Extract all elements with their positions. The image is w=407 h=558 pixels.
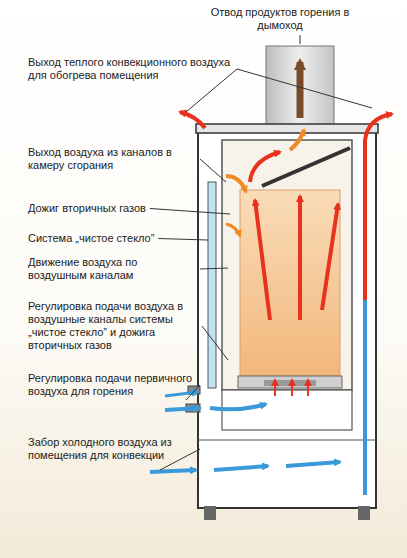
callout-label: Регулировка подачи первичного воздуха дл… — [28, 372, 196, 398]
leader-line — [237, 69, 372, 108]
callout-label: Движение воздуха по воздушным каналам — [28, 256, 196, 282]
leader-line — [186, 385, 200, 400]
leader-line — [160, 449, 200, 470]
callout-label: Регулировка подачи воздуха в воздушные к… — [28, 300, 198, 352]
callout-label: Забор холодного воздуха из помещения для… — [28, 436, 196, 462]
leader-line — [202, 326, 228, 360]
callout-label: Выход теплого конвекционного воздуха для… — [28, 56, 233, 82]
callout-label: Дожиг вторичных газов — [28, 202, 146, 215]
leader-line — [200, 159, 226, 182]
leader-line — [158, 239, 208, 241]
callout-label: Система „чистое стекло” — [28, 232, 154, 245]
leader-line — [200, 268, 228, 269]
leader-line — [300, 35, 301, 44]
callout-label: Выход воздуха из каналов в камеру сгоран… — [28, 146, 196, 172]
leader-line — [150, 209, 230, 215]
callout-label: Отвод продуктов горения в дымоход — [205, 6, 355, 32]
leader-line — [186, 69, 237, 112]
